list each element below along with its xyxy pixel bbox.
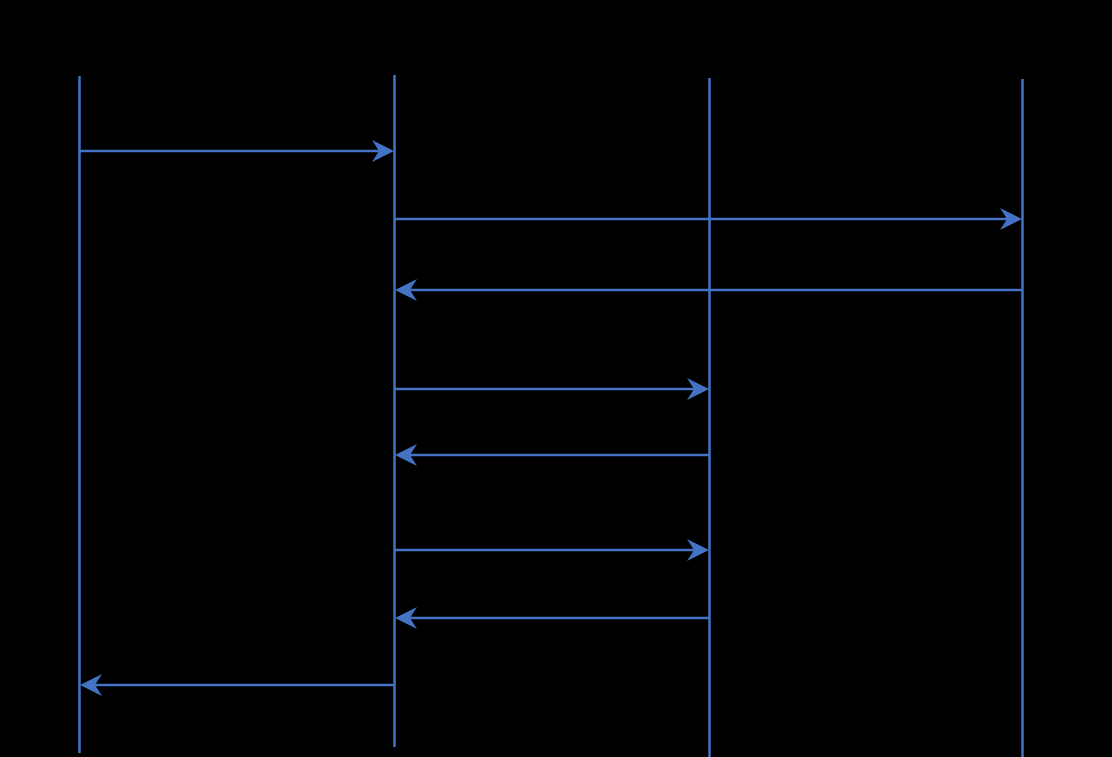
message-8-arrowhead-icon [80, 674, 102, 696]
message-7-arrow [395, 607, 709, 629]
message-5-arrow [395, 444, 709, 466]
message-4-arrow [395, 378, 709, 400]
message-3-arrow [395, 279, 1022, 301]
message-2-arrowhead-icon [1000, 208, 1022, 230]
message-8-arrow [80, 674, 394, 696]
message-6-arrow [395, 539, 709, 561]
message-5-arrowhead-icon [395, 444, 417, 466]
message-6-arrowhead-icon [687, 539, 709, 561]
message-4-arrowhead-icon [687, 378, 709, 400]
message-2-arrow [395, 208, 1022, 230]
message-1-arrowhead-icon [372, 140, 394, 162]
message-7-arrowhead-icon [395, 607, 417, 629]
message-1-arrow [80, 140, 394, 162]
message-3-arrowhead-icon [395, 279, 417, 301]
